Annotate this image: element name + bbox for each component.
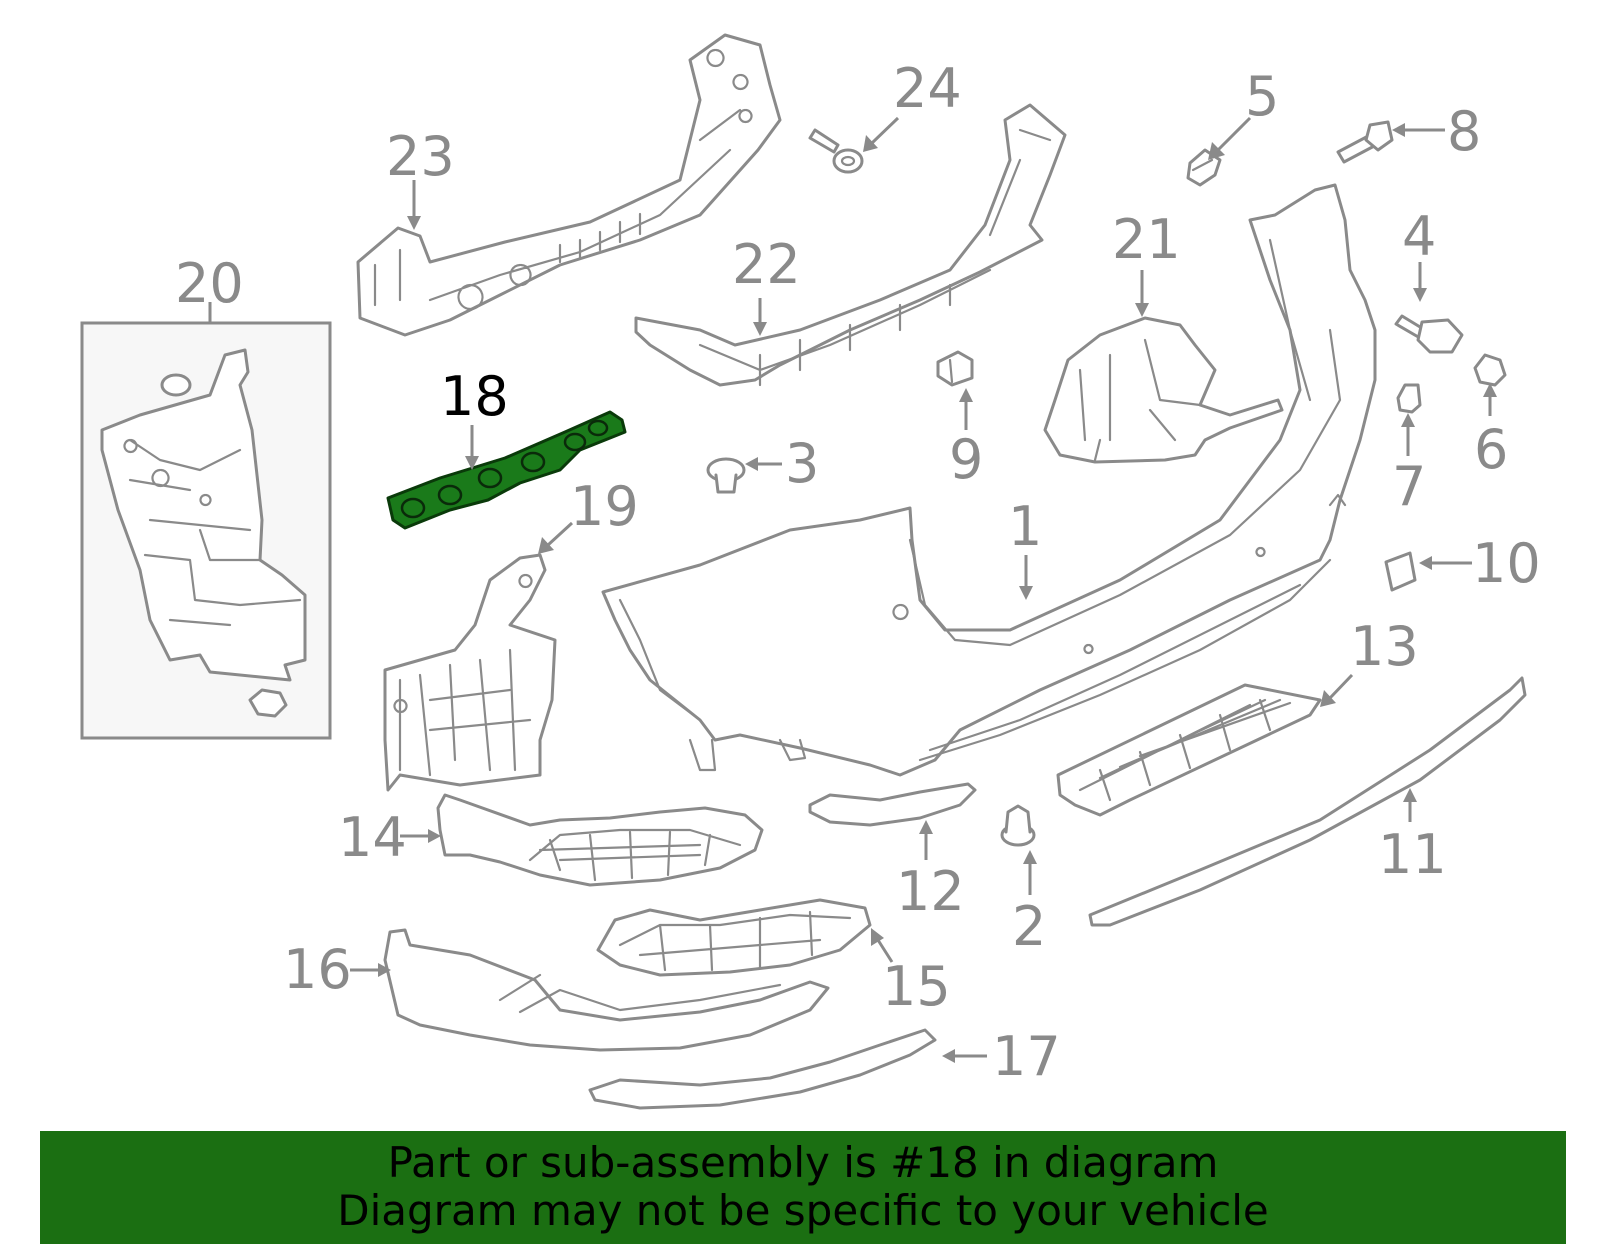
part-3-clip	[706, 457, 746, 494]
part-19-side-bracket	[383, 553, 557, 792]
callout-22: 22	[732, 233, 801, 296]
part-21-air-guide	[1043, 316, 1284, 464]
callout-7: 7	[1392, 455, 1426, 518]
part-7-plug	[1396, 383, 1422, 414]
part-15-grille	[596, 898, 872, 977]
part-20-box	[80, 321, 332, 740]
part-1-bumper-cover	[601, 183, 1377, 777]
callout-2: 2	[1012, 895, 1046, 958]
leader-arrows	[208, 116, 1497, 1063]
part-14-grille	[436, 793, 764, 887]
callout-16: 16	[283, 938, 352, 1001]
banner-line-2: Diagram may not be specific to your vehi…	[337, 1186, 1269, 1235]
part-13-undercover	[1056, 683, 1322, 817]
part-12-reflector	[808, 782, 977, 827]
part-23-reinforcement	[356, 33, 782, 337]
info-banner: Part or sub-assembly is #18 in diagram D…	[40, 1131, 1566, 1244]
callout-1: 1	[1008, 495, 1042, 558]
callout-10: 10	[1472, 532, 1541, 595]
callout-21: 21	[1112, 208, 1181, 271]
callout-13: 13	[1350, 615, 1419, 678]
callout-20: 20	[175, 252, 244, 315]
callout-23: 23	[386, 125, 455, 188]
part-22-absorber	[634, 103, 1067, 387]
callout-3: 3	[785, 432, 819, 495]
callout-labels: 23 24 5 8 22 21 4 20 18 9 6 7 3 19 1 10 …	[175, 57, 1541, 1088]
part-6-clip	[1473, 353, 1507, 387]
part-16-lower-trim	[383, 928, 830, 1052]
callout-11: 11	[1378, 823, 1447, 886]
callout-14: 14	[338, 806, 407, 869]
callout-6: 6	[1474, 418, 1508, 481]
callout-5: 5	[1245, 65, 1279, 128]
callout-18: 18	[440, 365, 509, 428]
callout-12: 12	[896, 860, 965, 923]
banner-line-1: Part or sub-assembly is #18 in diagram	[387, 1138, 1219, 1187]
callout-24: 24	[893, 57, 962, 120]
part-18-bracket-highlighted	[386, 410, 627, 530]
part-17-molding	[588, 1028, 937, 1110]
part-8-bolt	[1336, 120, 1394, 164]
callout-9: 9	[949, 428, 983, 491]
callout-8: 8	[1447, 100, 1481, 163]
part-24-eye-bolt	[808, 128, 864, 174]
part-10-plug	[1384, 551, 1417, 592]
callout-17: 17	[992, 1025, 1061, 1088]
callout-4: 4	[1402, 205, 1436, 268]
part-4-bolt	[1394, 314, 1464, 354]
part-11-molding	[1088, 676, 1527, 927]
callout-15: 15	[882, 955, 951, 1018]
part-9-clip	[936, 350, 974, 387]
callout-19: 19	[570, 475, 639, 538]
part-2-nut	[1000, 804, 1036, 847]
